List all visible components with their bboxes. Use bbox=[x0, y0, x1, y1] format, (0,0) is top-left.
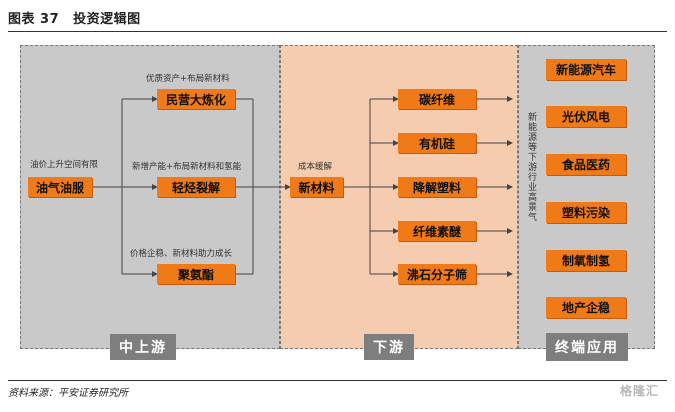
hub-note: 成本缓解 bbox=[298, 162, 333, 172]
figure-number: 图表 37 bbox=[8, 12, 60, 27]
upstream-panel bbox=[20, 45, 280, 349]
source-line: 资料来源：平安证券研究所 bbox=[8, 388, 128, 399]
branch-note-3: 价格企稳、新材料助力成长 bbox=[130, 249, 233, 259]
downstream-item-5: 沸石分子筛 bbox=[398, 264, 476, 284]
downstream-item-3: 降解塑料 bbox=[398, 177, 476, 197]
branch-note-1: 优质资产+布局新材料 bbox=[146, 74, 230, 84]
downstream-item-2: 有机硅 bbox=[398, 133, 476, 153]
title-rule bbox=[8, 31, 667, 32]
downstream-stage-label: 下游 bbox=[364, 334, 414, 360]
source-note: 油价上升空间有限 bbox=[30, 160, 99, 170]
footer-rule bbox=[8, 380, 667, 381]
source-box: 油气油服 bbox=[28, 177, 92, 197]
terminal-stage-label: 终端应用 bbox=[546, 333, 628, 361]
figure-title: 图表 37 投资逻辑图 bbox=[8, 8, 141, 27]
branch-note-2: 新增产能+布局新材料和氢能 bbox=[132, 162, 242, 172]
branch-box-2: 轻烃裂解 bbox=[157, 177, 235, 197]
terminal-item-2: 光伏风电 bbox=[546, 106, 626, 127]
downstream-item-1: 碳纤维 bbox=[398, 89, 476, 109]
downstream-item-4: 纤维素醚 bbox=[398, 221, 476, 241]
hub-box: 新材料 bbox=[290, 177, 343, 197]
branch-box-1: 民营大炼化 bbox=[157, 89, 235, 109]
branch-box-3: 聚氨酯 bbox=[157, 264, 235, 284]
figure-title-text: 投资逻辑图 bbox=[73, 12, 141, 27]
terminal-item-6: 地产企稳 bbox=[546, 297, 626, 318]
upstream-stage-label: 中上游 bbox=[110, 334, 176, 360]
terminal-item-3: 食品医药 bbox=[546, 154, 626, 175]
watermark-logo: 格隆汇 bbox=[619, 384, 659, 398]
terminal-note: 新能源等下游行业高景气 bbox=[526, 112, 536, 222]
terminal-item-4: 塑料污染 bbox=[546, 202, 626, 223]
terminal-item-5: 制氧制氢 bbox=[546, 250, 626, 271]
terminal-item-1: 新能源汽车 bbox=[546, 59, 626, 80]
